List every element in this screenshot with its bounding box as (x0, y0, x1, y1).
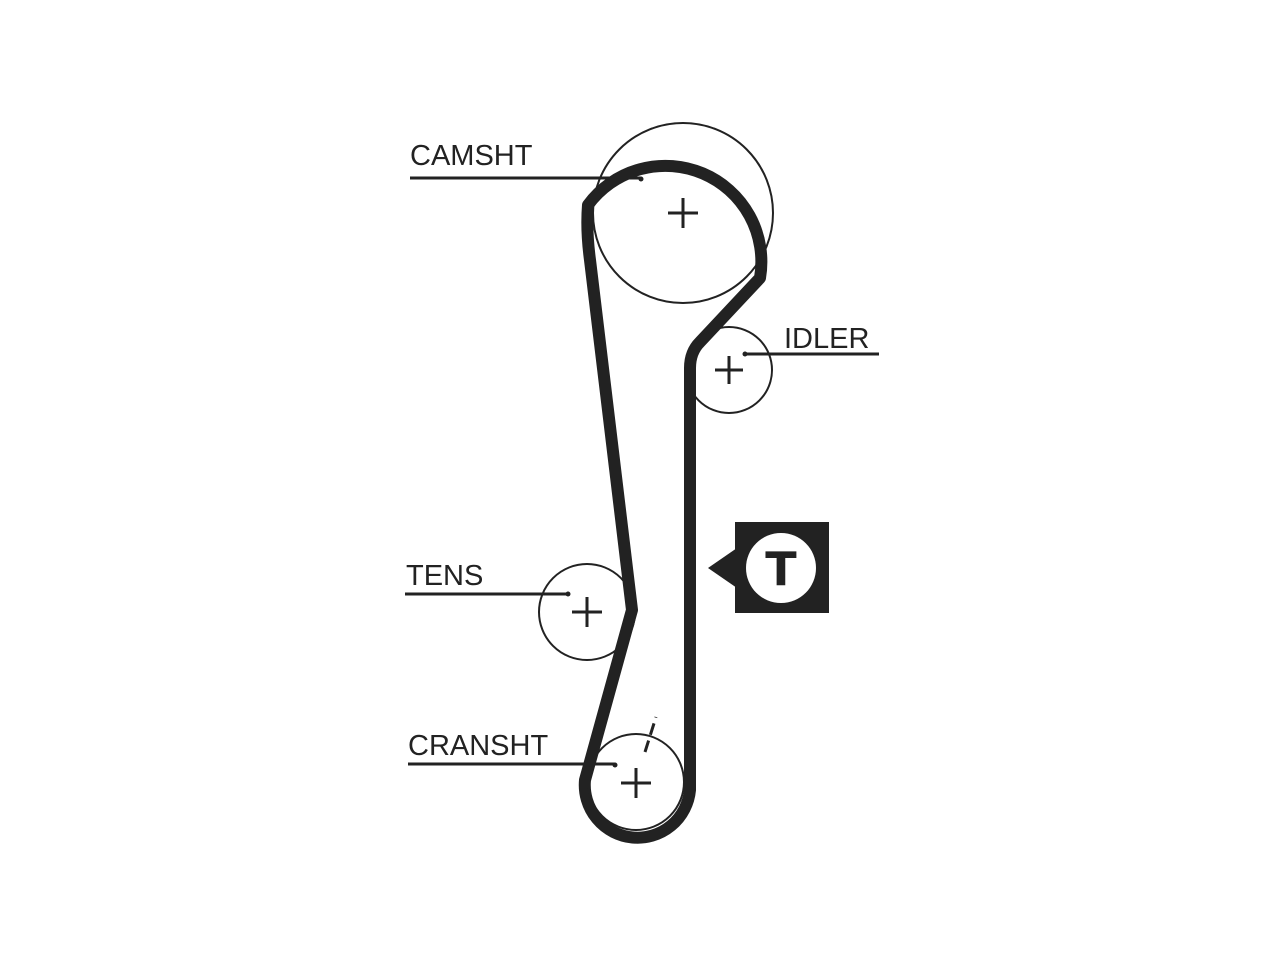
tension-badge-icon: T (708, 522, 829, 613)
idler-pulley-circle (685, 326, 773, 414)
tension-badge-letter: T (765, 542, 797, 596)
plus-icon (668, 198, 698, 228)
tension-badge-pointer (708, 548, 737, 588)
plus-icon (572, 597, 602, 627)
belt-outer (578, 159, 768, 844)
tension-badge-circle (746, 533, 816, 603)
crankshaft-pulley-circle (587, 733, 685, 831)
timing-mark (643, 716, 658, 753)
tensioner-pulley-circle (538, 563, 636, 661)
idler-pulley (685, 326, 773, 414)
crankshaft-label: CRANSHT (408, 730, 548, 762)
tensioner-label: TENS (406, 560, 483, 592)
crankshaft-pulley (587, 716, 685, 831)
timing-belt (578, 159, 768, 844)
idler-leader-dot (742, 351, 748, 357)
camshaft-leader-dot (638, 176, 644, 182)
tensioner-pulley (538, 563, 636, 661)
plus-icon (715, 356, 743, 384)
idler-label: IDLER (784, 323, 869, 355)
camshaft-pulley (592, 122, 774, 304)
camshaft-label: CAMSHT (410, 140, 533, 172)
leader-lines (405, 176, 879, 768)
camshaft-pulley-circle (592, 122, 774, 304)
tensioner-leader-dot (565, 591, 571, 597)
plus-icon (621, 768, 651, 798)
crankshaft-leader-dot (612, 762, 618, 768)
